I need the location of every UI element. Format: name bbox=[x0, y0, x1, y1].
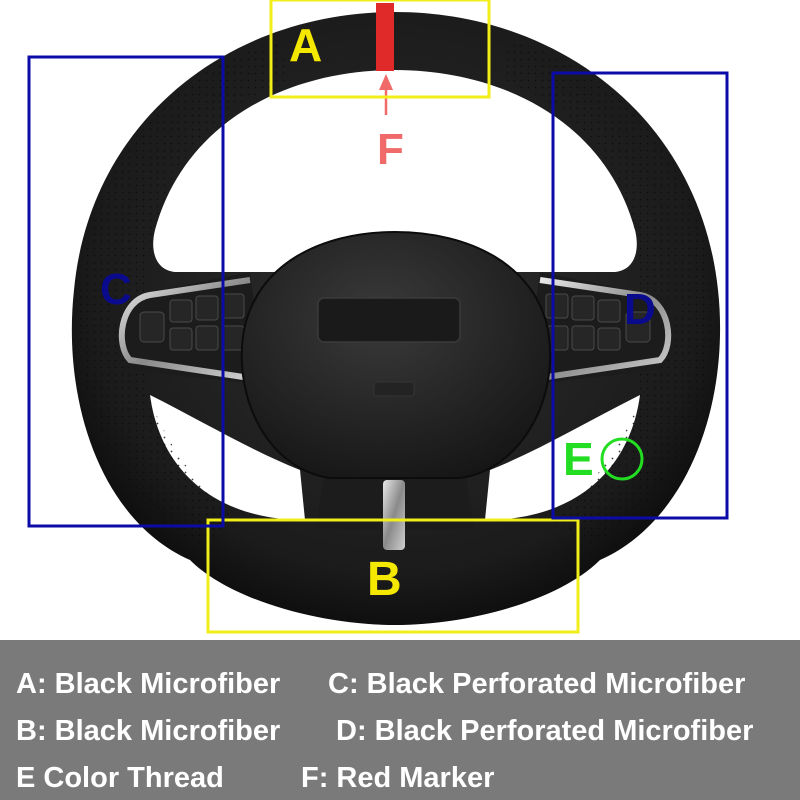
marker-d: D bbox=[624, 285, 656, 334]
marker-b: B bbox=[367, 553, 402, 606]
left-control-buttons bbox=[139, 293, 245, 351]
marker-e: E bbox=[563, 433, 594, 485]
zone-box-c bbox=[27, 55, 225, 528]
airbag-hub bbox=[240, 230, 552, 479]
legend-item-a: A: Black Microfiber bbox=[16, 668, 281, 700]
zone-box-b bbox=[206, 518, 580, 634]
legend-item-d: D: Black Perforated Microfiber bbox=[336, 715, 754, 747]
zone-box-d bbox=[551, 71, 729, 520]
legend-panel: A: Black Microfiber C: Black Perforated … bbox=[0, 640, 800, 800]
legend-item-f: F: Red Marker bbox=[301, 762, 495, 794]
marker-c: C bbox=[100, 265, 132, 314]
hub-emblem-recess bbox=[317, 297, 461, 343]
perforated-left bbox=[79, 40, 290, 545]
bottom-chrome-strip bbox=[383, 480, 405, 550]
hub-srs-mark bbox=[373, 381, 415, 397]
perforated-right bbox=[500, 40, 713, 545]
left-control-bezel bbox=[118, 277, 251, 381]
zone-box-a bbox=[269, 0, 491, 99]
f-pointer-arrowhead bbox=[379, 74, 393, 90]
right-control-bezel bbox=[539, 277, 672, 381]
legend-item-e: E Color Thread bbox=[16, 762, 224, 794]
legend-item-c: C: Black Perforated Microfiber bbox=[328, 668, 746, 700]
marker-f: F bbox=[377, 125, 404, 174]
product-image: A F C D E B bbox=[27, 0, 729, 634]
thread-highlight-circle bbox=[600, 437, 644, 481]
steering-wheel-illustration bbox=[27, 0, 729, 634]
legend-item-b: B: Black Microfiber bbox=[16, 715, 281, 747]
marker-a: A bbox=[289, 19, 323, 71]
red-top-marker bbox=[376, 3, 394, 71]
